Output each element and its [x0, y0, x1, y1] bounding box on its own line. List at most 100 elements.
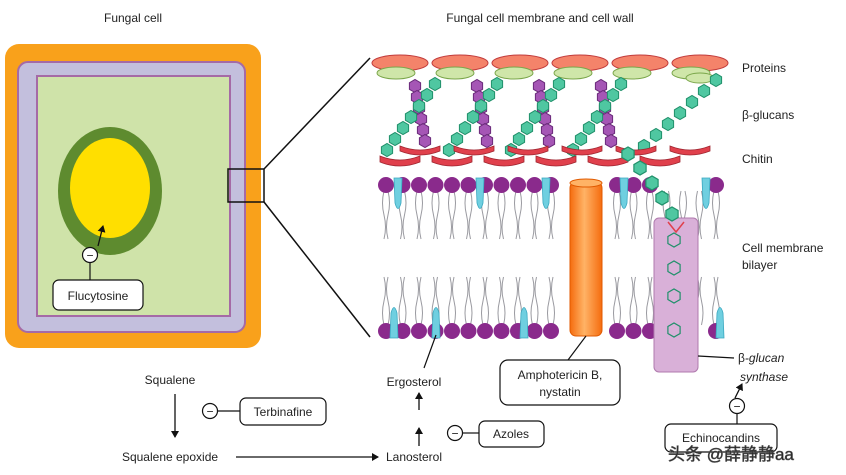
glucan-unit [649, 127, 663, 143]
echinocandins-inhibit-icon [728, 397, 746, 415]
lipid-tail [435, 190, 440, 240]
echinocandins-inhibit-symbol: − [733, 400, 740, 414]
glucan-synthase-body [653, 217, 699, 373]
lipid-tail [431, 276, 436, 326]
lipid-tail [547, 276, 551, 326]
lipid-tail [530, 190, 535, 240]
zoom-line-bottom [263, 201, 371, 338]
glucan-unit [512, 131, 526, 147]
glucan-unit [528, 109, 542, 125]
chitin-strand [669, 145, 711, 156]
ergosterol-molecule [431, 307, 441, 339]
lipid-head [477, 323, 493, 339]
terbinafine-inhibit-symbol: − [206, 405, 213, 419]
glucan-unit [645, 175, 659, 191]
glucan-layer [380, 72, 723, 158]
glucan-unit [633, 160, 647, 176]
nucleus [70, 138, 150, 238]
glucan-unit [685, 94, 699, 110]
echinocandins-box [664, 423, 778, 453]
lipid-tail [716, 190, 720, 240]
lipid-tail [534, 190, 539, 240]
lipid-head [460, 323, 477, 339]
label-membrane-line1: Cell membrane [742, 241, 824, 255]
lipid-tail [464, 190, 469, 240]
flucytosine-box [52, 279, 144, 311]
lipid-head [708, 177, 724, 193]
label-chitin: Chitin [742, 152, 773, 166]
flucytosine-group: − Flucytosine [52, 225, 144, 311]
lipid-head [427, 177, 444, 193]
label-beta-glucans: β-glucans [742, 108, 794, 122]
glucan-unit [598, 98, 612, 114]
glucan-unit [667, 232, 681, 248]
lipid-tail [551, 276, 555, 326]
glucan-unit [697, 83, 711, 99]
glucan-branch [416, 122, 430, 138]
synthase-pointer [697, 355, 735, 359]
glucan-unit [667, 288, 681, 304]
amphotericin-pointer [567, 335, 587, 361]
chitin-layer [379, 145, 711, 167]
fungal-cell [5, 44, 265, 348]
ergosterol-molecule [701, 177, 711, 209]
lipid-tail [464, 276, 469, 326]
echinocandins-label: Echinocandins [682, 431, 760, 445]
terbinafine-inhibit-icon [201, 402, 219, 420]
lipid-tail [382, 190, 386, 240]
glucan-unit [655, 190, 669, 206]
glucan-branch [476, 111, 490, 127]
lipid-head [394, 323, 411, 339]
chitin-strand [639, 155, 681, 167]
lipid-tail [419, 190, 423, 240]
glucan-branch [538, 111, 552, 127]
chitin-strand [379, 155, 421, 167]
title-membrane-wall: Fungal cell membrane and cell wall [446, 11, 633, 25]
azoles-label: Azoles [493, 427, 529, 441]
lipid-head [510, 177, 526, 193]
lipid-head [526, 323, 543, 339]
lipid-tail [485, 190, 489, 240]
lipid-tail [501, 190, 506, 240]
protein-small [685, 72, 715, 84]
flucytosine-arrow [97, 225, 106, 247]
glucan-unit [520, 120, 534, 136]
label-proteins: Proteins [742, 61, 786, 75]
lipid-tail [419, 276, 423, 326]
lipid-tail [699, 276, 704, 326]
lipid-tail [497, 276, 502, 326]
glucan-unit [665, 206, 679, 222]
lipid-tail [468, 190, 473, 240]
glucan-unit [490, 76, 504, 92]
membrane-bilayer [378, 177, 725, 339]
glucan-unit [590, 109, 604, 125]
lipid-tail [448, 276, 452, 326]
lipid-head [411, 177, 427, 193]
lipid-head [444, 177, 460, 193]
lipid-tail [633, 276, 638, 326]
label-membrane-line2: bilayer [742, 258, 777, 272]
pathway-squalene-epoxide: Squalene epoxide [122, 450, 218, 464]
protein-small [553, 66, 593, 80]
lipid-tail [452, 190, 456, 240]
amphotericin-channel [569, 181, 603, 337]
protein-small [612, 66, 652, 80]
glucan-unit [466, 109, 480, 125]
glucan-branch [540, 122, 554, 138]
lipid-tail [402, 190, 407, 240]
glucan-branch [600, 111, 614, 127]
lipid-tail [629, 276, 634, 326]
lipid-tail [415, 276, 419, 326]
ergosterol-molecule [541, 177, 551, 209]
amphotericin-box [499, 359, 621, 406]
lipid-head [460, 177, 477, 193]
lipid-tail [646, 190, 650, 240]
glucan-unit [621, 146, 635, 162]
lipid-tail [398, 276, 403, 326]
lipid-tail [712, 276, 716, 326]
glucan-unit [544, 87, 558, 103]
protein-small [494, 66, 534, 80]
amphotericin-pore [569, 178, 603, 337]
lipid-tail [534, 276, 539, 326]
lipid-tail [514, 190, 518, 240]
